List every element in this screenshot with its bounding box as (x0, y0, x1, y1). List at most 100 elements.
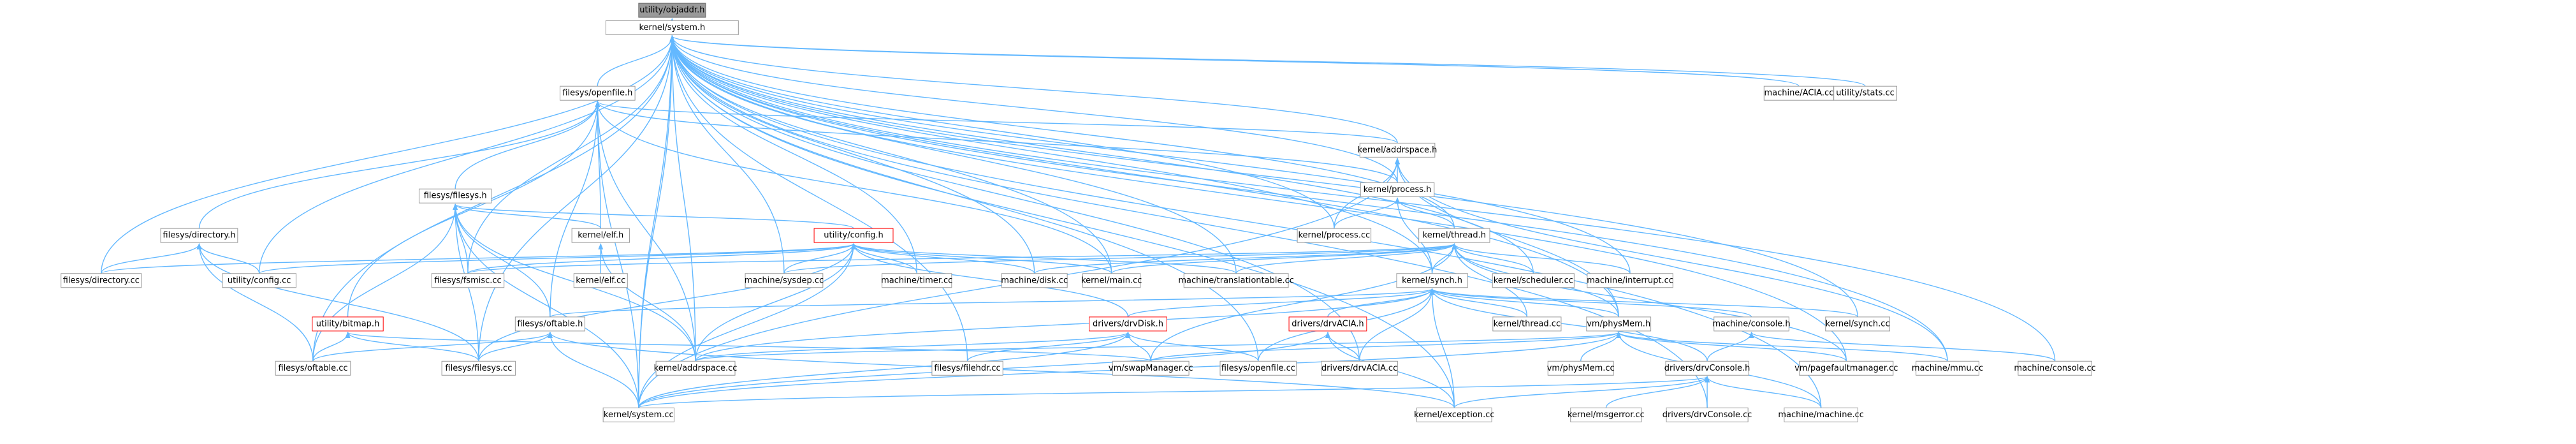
graph-node-utility-config-h[interactable]: utility/config.h (813, 228, 894, 243)
edge-n11-n14 (101, 243, 856, 274)
graph-node-utility-config-cc[interactable]: utility/config.cc (222, 273, 296, 288)
graph-node-kernel-process-h[interactable]: kernel/process.h (1360, 182, 1435, 197)
graph-node-machine-mmu-cc[interactable]: machine/mmu.cc (1912, 360, 1983, 376)
edge-n13-n25 (1452, 243, 1631, 274)
node-label: filesys/openfile.h (562, 89, 632, 98)
edge-n02-n19 (669, 35, 917, 274)
graph-node-machine-interrupt-cc[interactable]: machine/interrupt.cc (1587, 273, 1673, 288)
graph-node-kernel-system-cc[interactable]: kernel/system.cc (602, 407, 674, 422)
graph-node-vm-physmem-h[interactable]: vm/physMem.h (1586, 316, 1652, 332)
graph-node-kernel-exception-cc[interactable]: kernel/exception.cc (1414, 407, 1495, 422)
edge-n08-n23 (1395, 197, 1433, 274)
graph-node-kernel-thread-h[interactable]: kernel/thread.h (1418, 228, 1490, 243)
graph-node-drivers-drvdisk-h[interactable]: drivers/drvDisk.h (1089, 316, 1167, 332)
node-label: kernel/process.cc (1298, 231, 1370, 241)
graph-node-vm-physmem-cc[interactable]: vm/physMem.cc (1547, 360, 1615, 376)
node-box (560, 85, 636, 101)
graph-node-kernel-elf-cc[interactable]: kernel/elf.cc (573, 273, 628, 288)
edge-n02-n16 (467, 35, 675, 274)
edge-n28-n37 (966, 331, 1131, 362)
node-label: vm/swapManager.cc (1109, 364, 1193, 373)
edge-n23-n31 (1429, 288, 1619, 318)
graph-node-filesys-filehdr-cc[interactable]: filesys/filehdr.cc (931, 360, 1003, 376)
graph-node-machine-machine-cc[interactable]: machine/machine.cc (1778, 407, 1864, 422)
graph-node-filesys-openfile-h[interactable]: filesys/openfile.h (560, 85, 636, 101)
edge-n31-n38 (1150, 331, 1621, 362)
edge-n23-n40 (1358, 288, 1435, 362)
graph-node-drivers-drvacia-h[interactable]: drivers/drvACIA.h (1288, 316, 1367, 332)
graph-node-machine-disk-cc[interactable]: machine/disk.cc (1001, 273, 1068, 288)
node-box (312, 316, 384, 332)
graph-node-machine-console-cc[interactable]: machine/console.cc (2014, 360, 2096, 376)
node-label: kernel/addrspace.h (1358, 145, 1437, 155)
graph-node-kernel-addrspace-h[interactable]: kernel/addrspace.h (1358, 142, 1437, 158)
node-label: kernel/system.cc (604, 410, 674, 420)
graph-node-kernel-synch-cc[interactable]: kernel/synch.cc (1825, 316, 1891, 332)
graph-node-machine-sysdep-cc[interactable]: machine/sysdep.cc (745, 273, 824, 288)
edge-n29-n40 (1325, 331, 1360, 362)
graph-node-filesys-filesys-h[interactable]: filesys/filesys.h (418, 188, 492, 204)
graph-node-drivers-drvacia-cc[interactable]: drivers/drvACIA.cc (1321, 360, 1398, 376)
node-box (2018, 360, 2092, 376)
node-box (1666, 407, 1749, 422)
edge-n02-n47 (669, 35, 1455, 408)
graph-node-kernel-synch-h[interactable]: kernel/synch.h (1396, 273, 1468, 288)
graph-node-machine-translationtable-cc[interactable]: machine/translationtable.cc (1178, 273, 1294, 288)
node-label: filesys/filesys.h (424, 191, 487, 201)
edge-n11-n35 (478, 243, 856, 362)
graph-node-utility-bitmap-h[interactable]: utility/bitmap.h (312, 316, 384, 332)
edge-n07-n27 (453, 204, 551, 317)
graph-node-kernel-addrspace-cc[interactable]: kernel/addrspace.cc (654, 360, 738, 376)
edge-n03-n09 (198, 101, 600, 229)
graph-node-filesys-openfile-cc[interactable]: filesys/openfile.cc (1219, 360, 1297, 376)
graph-node-machine-acia-cc[interactable]: machine/ACIA.cc (1763, 85, 1835, 101)
node-label: filesys/directory.cc (63, 276, 140, 285)
graph-node-machine-console-h[interactable]: machine/console.h (1712, 316, 1791, 332)
graph-node-filesys-directory-cc[interactable]: filesys/directory.cc (61, 273, 142, 288)
node-label: machine/translationtable.cc (1178, 276, 1294, 285)
graph-node-kernel-process-cc[interactable]: kernel/process.cc (1297, 228, 1372, 243)
graph-node-vm-swapmanager-cc[interactable]: vm/swapManager.cc (1109, 360, 1193, 376)
node-label: utility/config.h (824, 231, 884, 241)
edge-n02-n40 (669, 35, 1360, 362)
graph-node-vm-pagefaultmanager-cc[interactable]: vm/pagefaultmanager.cc (1794, 360, 1898, 376)
graph-node-utility-stats-cc[interactable]: utility/stats.cc (1833, 85, 1897, 101)
node-box (418, 188, 492, 204)
graph-node-kernel-elf-h[interactable]: kernel/elf.h (571, 228, 630, 243)
edge-n02-n08 (669, 35, 1398, 183)
edge-n02-n31 (669, 35, 1619, 317)
graph-node-drivers-drvconsole-cc[interactable]: drivers/drvConsole.cc (1663, 407, 1752, 422)
node-box (1416, 407, 1492, 422)
edge-n26-n38 (346, 331, 1151, 362)
node-label: utility/objaddr.h (639, 6, 704, 15)
graph-node-kernel-system-h[interactable]: kernel/system.h (605, 20, 739, 35)
graph-node-utility-objaddr-h[interactable]: utility/objaddr.h (638, 3, 706, 18)
edge-n07-n46 (453, 204, 639, 408)
edge-n42-n50 (1705, 376, 1822, 408)
graph-node-filesys-fsmisc-cc[interactable]: filesys/fsmisc.cc (431, 273, 505, 288)
edge-n23-n36 (695, 288, 1435, 362)
edge-n09-n35 (196, 243, 479, 362)
graph-node-filesys-filesys-cc[interactable]: filesys/filesys.cc (441, 360, 516, 376)
graph-node-drivers-drvconsole-h[interactable]: drivers/drvConsole.h (1664, 360, 1750, 376)
node-label: machine/timer.cc (881, 276, 952, 285)
edge-n23-n32 (1429, 288, 1752, 318)
node-label: vm/physMem.cc (1547, 364, 1615, 373)
edge-n02-n20 (669, 35, 1035, 274)
edge-n03-n36 (595, 101, 696, 362)
node-label: vm/pagefaultmanager.cc (1794, 364, 1898, 373)
graph-node-filesys-oftable-cc[interactable]: filesys/oftable.cc (275, 360, 351, 376)
edge-n11-n21 (851, 243, 1112, 274)
graph-node-kernel-scheduler-cc[interactable]: kernel/scheduler.cc (1492, 273, 1575, 288)
graph-node-filesys-oftable-h[interactable]: filesys/oftable.h (514, 316, 586, 332)
node-box (655, 360, 736, 376)
node-label: kernel/addrspace.cc (654, 364, 738, 373)
edge-n03-n06 (595, 101, 1398, 144)
graph-node-kernel-thread-cc[interactable]: kernel/thread.cc (1492, 316, 1562, 332)
edge-n02-n35 (478, 35, 675, 362)
node-label: drivers/drvDisk.h (1093, 319, 1163, 329)
graph-node-machine-timer-cc[interactable]: machine/timer.cc (881, 273, 952, 288)
graph-node-kernel-msgerror-cc[interactable]: kernel/msgerror.cc (1568, 407, 1645, 422)
graph-node-filesys-directory-h[interactable]: filesys/directory.h (160, 228, 238, 243)
graph-node-kernel-main-cc[interactable]: kernel/main.cc (1081, 273, 1142, 288)
